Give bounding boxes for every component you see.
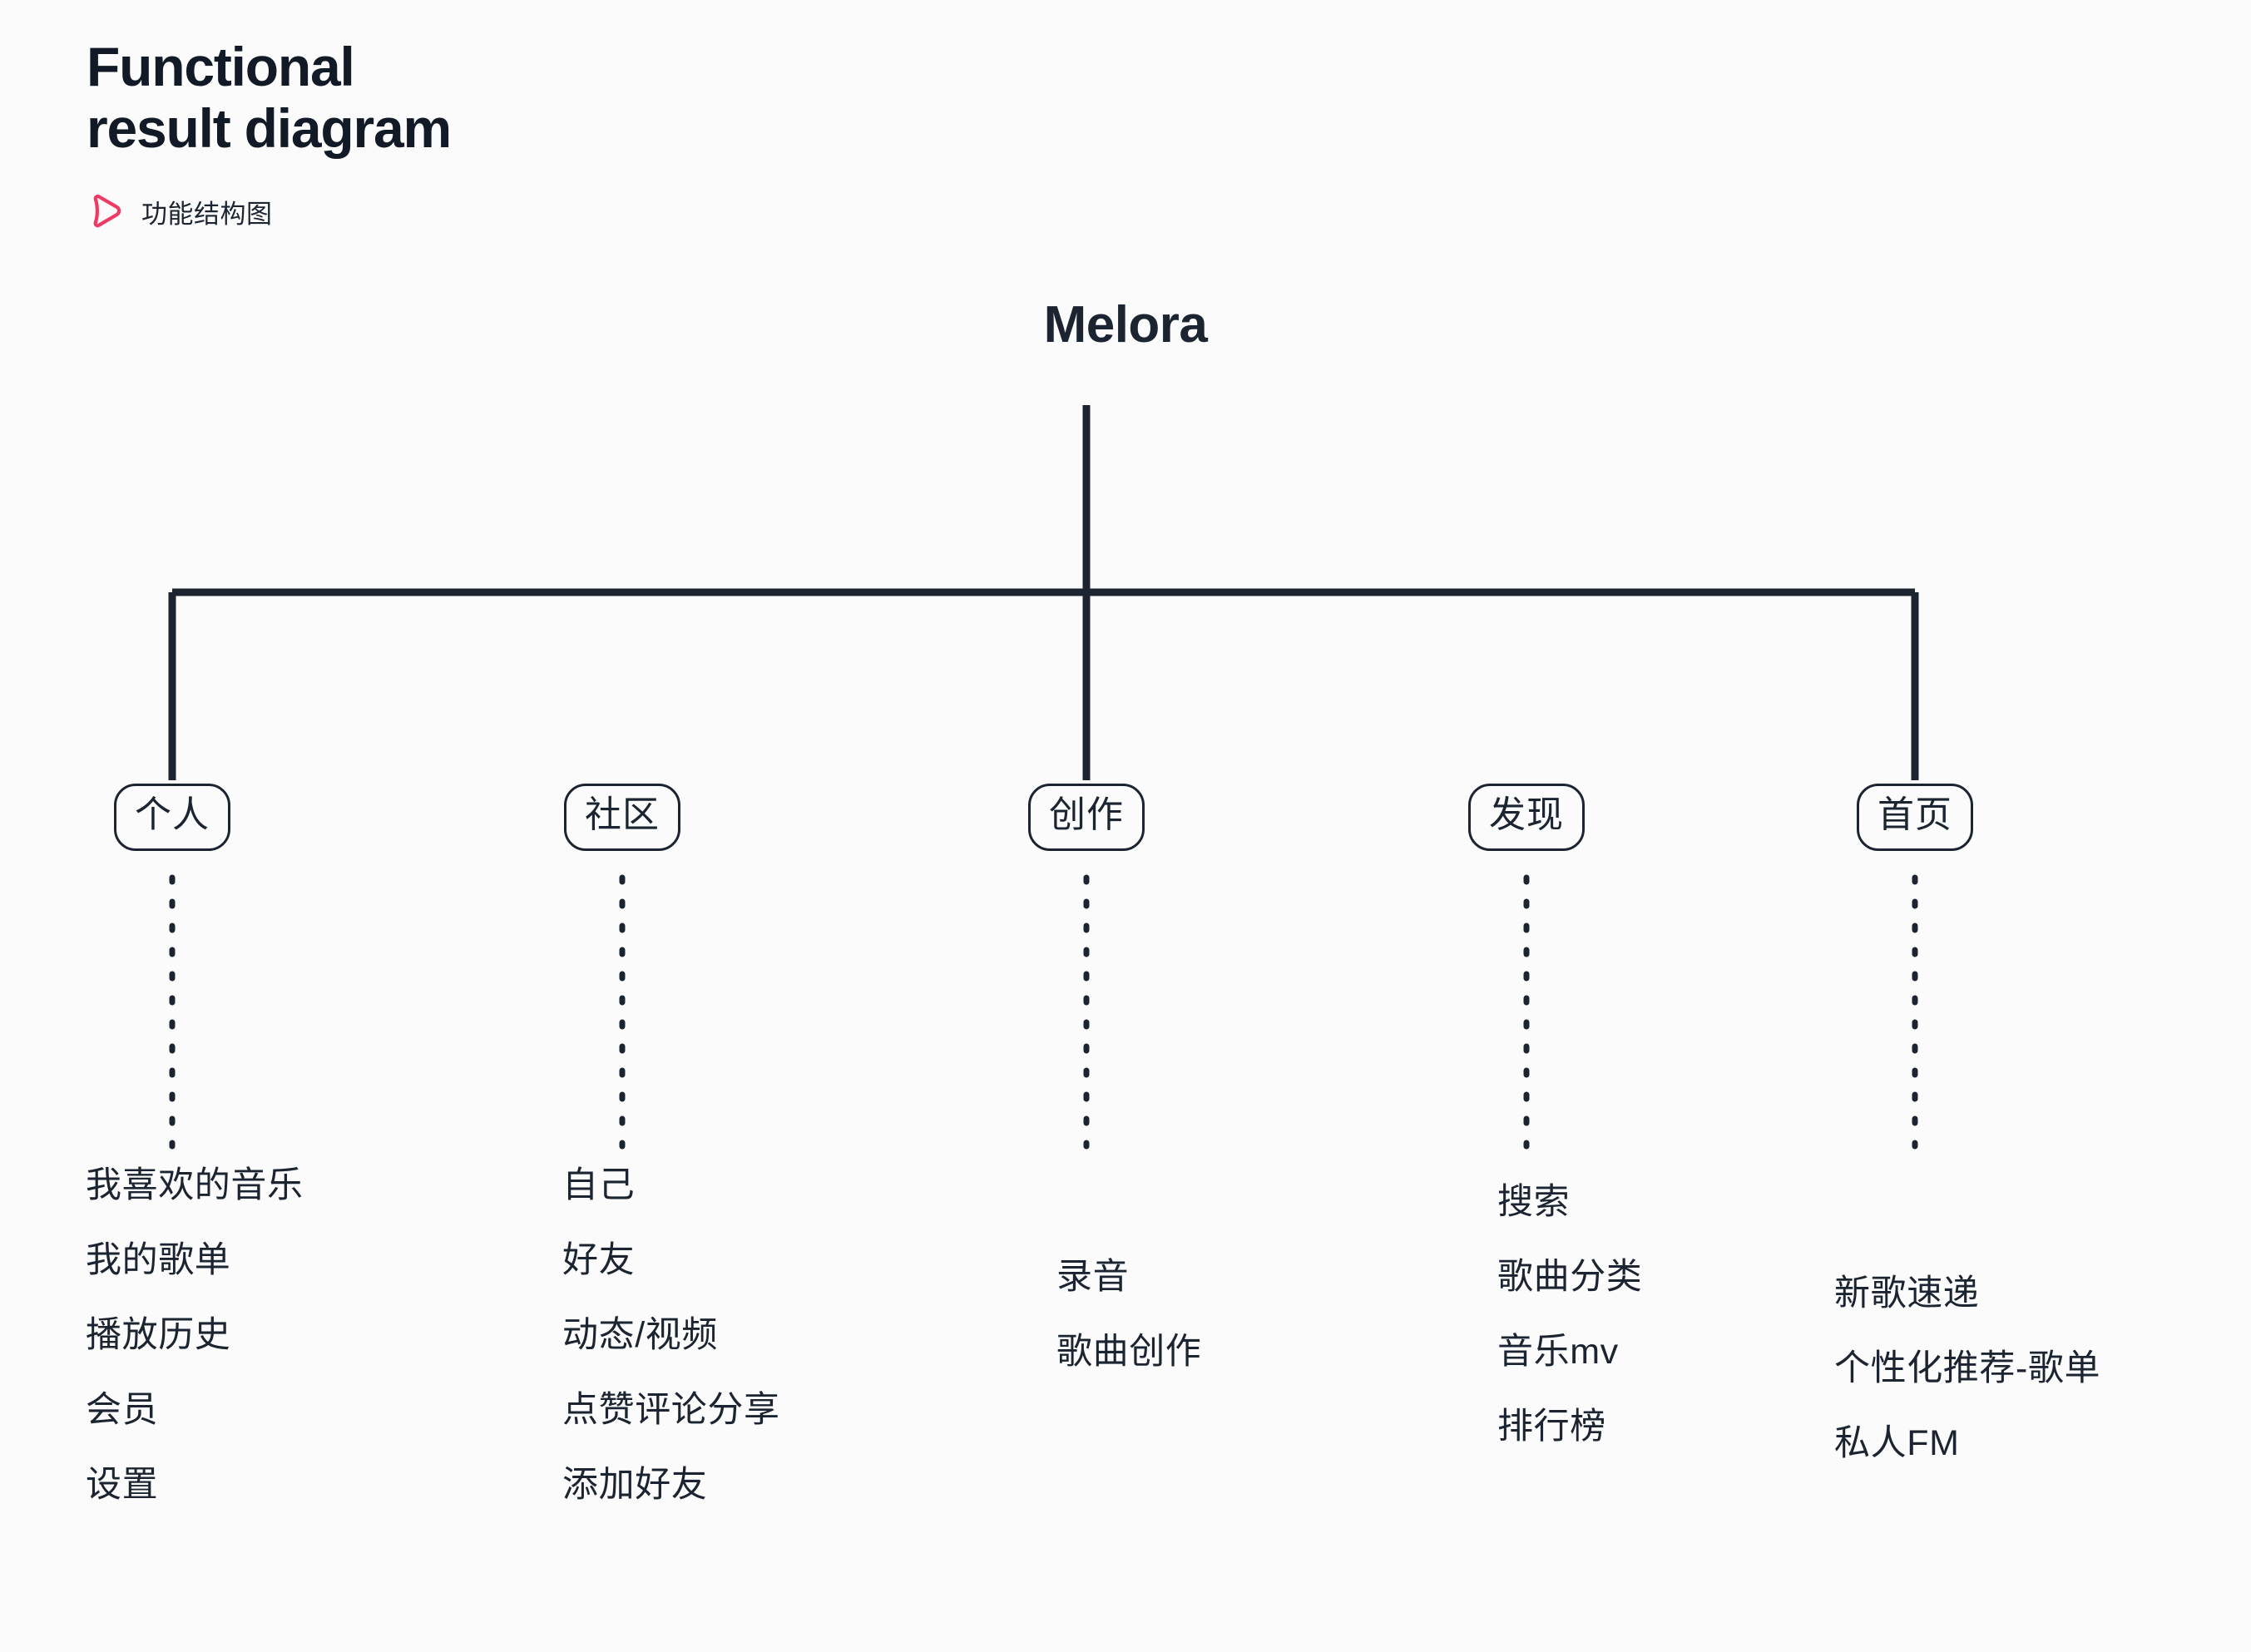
subtitle-row: 功能结构图 (87, 193, 835, 231)
leaf-item[interactable]: 歌曲创作 (1056, 1332, 1202, 1372)
leaf-item[interactable]: 音乐mv (1497, 1332, 1619, 1372)
branch-node-discover[interactable]: 发现 (1468, 784, 1585, 851)
leaf-list-community: 自己 好友 动态/视频 点赞评论分享 添加好友 (562, 1168, 780, 1503)
leaf-item[interactable]: 我喜欢的音乐 (86, 1165, 304, 1205)
leaf-item[interactable]: 录音 (1056, 1257, 1130, 1297)
page-header: Functional result diagram 功能结构图 (87, 36, 835, 231)
branch-node-community[interactable]: 社区 (564, 784, 680, 851)
branch-node-create[interactable]: 创作 (1028, 784, 1145, 851)
leaf-item[interactable]: 私人FM (1834, 1423, 1960, 1463)
branch-node-home[interactable]: 首页 (1857, 784, 1973, 851)
leaf-list-home: 新歌速递 个性化推荐-歌单 私人FM (1834, 1276, 2100, 1462)
leaf-list-personal: 我喜欢的音乐 我的歌单 播放历史 会员 设置 (86, 1168, 304, 1503)
leaf-item[interactable]: 点赞评论分享 (562, 1390, 780, 1430)
leaf-item[interactable]: 搜索 (1497, 1182, 1571, 1222)
leaf-item[interactable]: 新歌速递 (1834, 1274, 1980, 1313)
subtitle-label: 功能结构图 (141, 200, 273, 230)
leaf-item[interactable]: 添加好友 (562, 1465, 708, 1505)
leaf-item[interactable]: 歌曲分类 (1497, 1257, 1643, 1297)
leaf-item[interactable]: 好友 (562, 1240, 636, 1280)
leaf-list-create: 录音 歌曲创作 (1056, 1259, 1201, 1370)
leaf-list-discover: 搜索 歌曲分类 音乐mv 排行榜 (1497, 1185, 1642, 1445)
leaf-item[interactable]: 动态/视频 (562, 1315, 718, 1355)
page-title: Functional result diagram (87, 36, 452, 159)
play-triangle-outline-icon (93, 194, 121, 228)
leaf-item[interactable]: 播放历史 (86, 1315, 231, 1355)
leaf-item[interactable]: 我的歌单 (86, 1240, 231, 1280)
root-node-label: Melora (1043, 296, 1208, 354)
leaf-item[interactable]: 个性化推荐-歌单 (1834, 1348, 2101, 1388)
leaf-item[interactable]: 会员 (86, 1390, 159, 1430)
leaf-item[interactable]: 排行榜 (1497, 1407, 1606, 1447)
branch-node-personal[interactable]: 个人 (114, 784, 230, 851)
leaf-item[interactable]: 设置 (86, 1465, 159, 1505)
leaf-item[interactable]: 自己 (562, 1165, 636, 1205)
